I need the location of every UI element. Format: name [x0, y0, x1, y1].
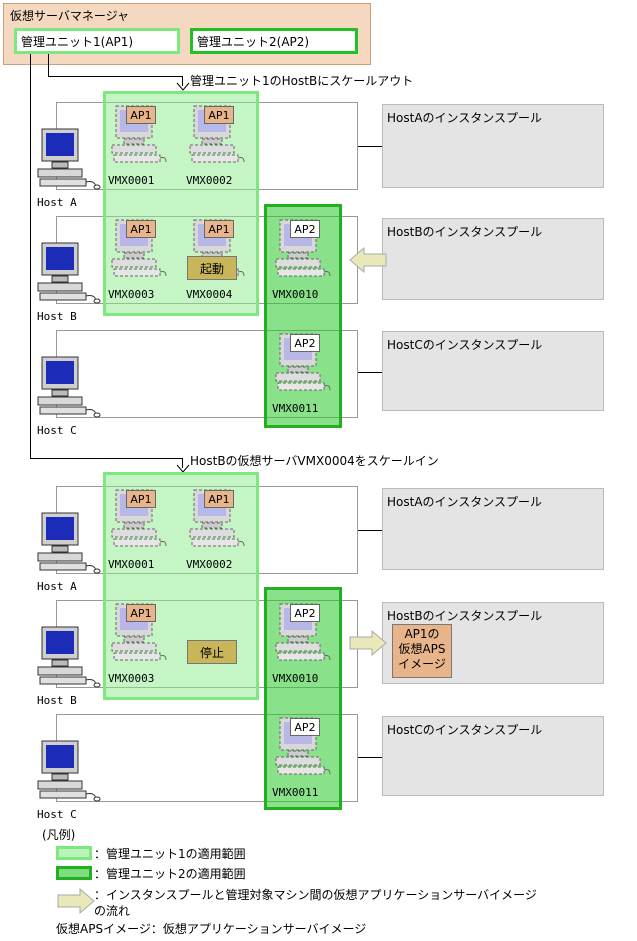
legend-arrow-text-1: ：インスタンスプールと管理対象マシン間の仮想アプリケーションサーバイメージ: [94, 888, 537, 902]
ap1-tag: AP1: [126, 604, 156, 622]
management-unit-1[interactable]: 管理ユニット1(AP1): [14, 28, 180, 54]
legend-arrow-icon: [57, 888, 95, 914]
legend-title: (凡例): [42, 828, 76, 842]
ap1-tag: AP1: [126, 220, 156, 238]
connector-line: [48, 54, 49, 76]
host-c-label: Host C: [37, 808, 77, 821]
vm-label: VMX0011: [272, 402, 319, 415]
pool-connector: [358, 372, 382, 373]
management-unit-2[interactable]: 管理ユニット2(AP2): [190, 28, 358, 54]
ap2-tag: AP2: [290, 718, 320, 736]
pool-connector: [358, 530, 382, 531]
host-a-computer-icon: [37, 128, 101, 190]
connector-line: [30, 458, 182, 459]
host-a-label: Host A: [37, 196, 77, 209]
connector-line: [30, 54, 31, 458]
host-c-computer-icon: [37, 740, 101, 802]
legend-arrow-text-2: の流れ: [94, 904, 131, 918]
vm-label: VMX0003: [108, 288, 155, 301]
image-line-2: 仮想APS: [398, 642, 446, 656]
ap1-tag: AP1: [126, 106, 156, 124]
legend-scope1-swatch: [56, 846, 92, 860]
host-b-label: Host B: [37, 694, 77, 707]
ap1-virtual-aps-image: AP1の 仮想APS イメージ: [392, 624, 452, 678]
vm-label: VMX0010: [272, 288, 319, 301]
ap1-tag: AP1: [204, 106, 234, 124]
pool-connector: [358, 757, 382, 758]
vm-label: VMX0010: [272, 672, 319, 685]
scale-out-caption: 管理ユニット1のHostBにスケールアウト: [190, 74, 414, 88]
connector-line: [182, 76, 183, 86]
legend-scope2-text: ：管理ユニット2の適用範囲: [94, 867, 246, 881]
image-line-3: イメージ: [398, 657, 446, 671]
pool-connector: [358, 146, 382, 147]
instance-pool-a: HostAのインスタンスプール: [382, 488, 604, 570]
legend-scope2-swatch: [56, 866, 92, 880]
host-a-label: Host A: [37, 580, 77, 593]
vm-label: VMX0004: [186, 288, 233, 301]
ap1-tag: AP1: [204, 490, 234, 508]
connector-line: [182, 458, 183, 468]
host-b-computer-icon: [37, 626, 101, 688]
ap1-tag: AP1: [126, 490, 156, 508]
instance-pool-c: HostCのインスタンスプール: [382, 331, 604, 411]
connector-line: [48, 76, 182, 77]
instance-pool-a: HostAのインスタンスプール: [382, 104, 604, 188]
host-b-label: Host B: [37, 310, 77, 323]
start-action: 起動: [187, 256, 237, 280]
ap2-tag: AP2: [290, 220, 320, 238]
ap2-tag: AP2: [290, 604, 320, 622]
vm-label: VMX0001: [108, 174, 155, 187]
vm-label: VMX0002: [186, 174, 233, 187]
vm-label: VMX0002: [186, 558, 233, 571]
ap1-tag: AP1: [204, 220, 234, 238]
ap2-tag: AP2: [290, 334, 320, 352]
image-line-1: AP1の: [404, 627, 440, 641]
host-c-label: Host C: [37, 424, 77, 437]
manager-title: 仮想サーバマネージャ: [10, 9, 130, 23]
legend-note: 仮想APSイメージ：仮想アプリケーションサーバイメージ: [56, 922, 367, 936]
host-a-computer-icon: [37, 512, 101, 574]
vm-label: VMX0001: [108, 558, 155, 571]
instance-pool-b: HostBのインスタンスプール: [382, 218, 604, 300]
image-flow-arrow-icon: [349, 630, 387, 656]
image-flow-arrow-icon: [349, 247, 387, 273]
scale-in-caption: HostBの仮想サーバVMX0004をスケールイン: [190, 454, 439, 468]
arrow-head-icon: [176, 82, 190, 91]
host-c-computer-icon: [37, 356, 101, 418]
host-b-computer-icon: [37, 242, 101, 304]
vm-label: VMX0003: [108, 672, 155, 685]
instance-pool-c: HostCのインスタンスプール: [382, 716, 604, 796]
legend-scope1-text: ：管理ユニット1の適用範囲: [94, 847, 246, 861]
stop-action: 停止: [187, 640, 237, 664]
vm-label: VMX0011: [272, 786, 319, 799]
